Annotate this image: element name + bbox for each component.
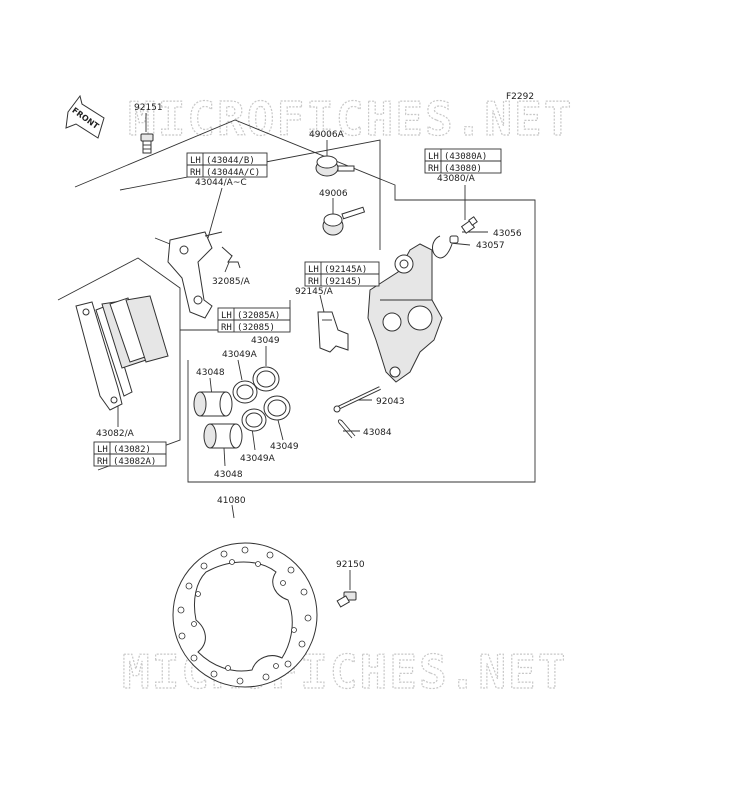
box-43044-lh-side: LH bbox=[190, 156, 201, 166]
pin-49006 bbox=[322, 206, 366, 236]
figure-code: F2292 bbox=[506, 92, 534, 102]
pad-spring-92145 bbox=[317, 311, 349, 353]
cap-43057 bbox=[432, 235, 459, 259]
label-43082-a: 43082/A bbox=[96, 429, 135, 439]
box-32085-rh-side: RH bbox=[221, 323, 232, 333]
watermark-top: MICROFICHES.NET bbox=[128, 92, 573, 146]
label-43084: 43084 bbox=[363, 428, 392, 438]
label-43049-upper: 43049 bbox=[251, 336, 280, 346]
box-43080-rh-code: (43080) bbox=[444, 164, 482, 174]
box-43080-lh-side: LH bbox=[428, 152, 439, 162]
label-43048-upper: 43048 bbox=[196, 368, 225, 378]
caliper-body-43080 bbox=[367, 243, 443, 383]
box-92145-rh-code: (92145) bbox=[324, 277, 362, 287]
label-32085-a: 32085/A bbox=[212, 277, 251, 287]
seals-upper bbox=[232, 366, 280, 404]
label-43056: 43056 bbox=[493, 229, 522, 239]
label-43080-a: 43080/A bbox=[437, 174, 476, 184]
bolt-92150 bbox=[336, 591, 357, 608]
piston-upper-43048 bbox=[193, 391, 233, 417]
label-92150: 92150 bbox=[336, 560, 365, 570]
box-43082-lh-side: LH bbox=[97, 445, 108, 455]
disc-holes bbox=[177, 546, 312, 685]
label-43057: 43057 bbox=[476, 241, 505, 251]
brake-pads-43082 bbox=[75, 295, 169, 411]
box-92145-lh-side: LH bbox=[308, 265, 319, 275]
variant-box-43080: LH (43080A) RH (43080) bbox=[424, 148, 502, 174]
box-43082-rh-code: (43082A) bbox=[113, 457, 156, 467]
seals-lower bbox=[241, 395, 291, 432]
spring-32085 bbox=[221, 246, 241, 269]
bleed-valve-43056 bbox=[460, 216, 478, 234]
variant-box-43082: LH (43082) RH (43082A) bbox=[93, 441, 167, 467]
box-32085-rh-code: (32085) bbox=[237, 323, 275, 333]
label-92151: 92151 bbox=[134, 103, 163, 113]
pin-92043 bbox=[333, 386, 381, 413]
front-arrow-icon: FRONT bbox=[65, 94, 105, 139]
label-92043: 92043 bbox=[376, 397, 405, 407]
variant-box-43044: LH (43044/B) RH (43044A/C) bbox=[186, 152, 268, 178]
bracket-43044 bbox=[167, 231, 223, 319]
box-32085-lh-side: LH bbox=[221, 311, 232, 321]
leader-lines bbox=[117, 113, 488, 590]
box-92145-rh-side: RH bbox=[308, 277, 319, 287]
box-43044-rh-code: (43044A/C) bbox=[206, 168, 260, 178]
label-49006a: 49006A bbox=[309, 130, 345, 140]
label-43049-lower: 43049 bbox=[270, 442, 299, 452]
label-43044-a-c: 43044/A~C bbox=[195, 178, 247, 188]
box-92145-lh-code: (92145A) bbox=[324, 265, 367, 275]
label-43049a-upper: 43049A bbox=[222, 350, 258, 360]
box-32085-lh-code: (32085A) bbox=[237, 311, 280, 321]
cotter-pin-43084 bbox=[337, 419, 356, 439]
variant-box-92145: LH (92145A) RH (92145) bbox=[304, 261, 380, 287]
box-43082-rh-side: RH bbox=[97, 457, 108, 467]
box-43044-lh-code: (43044/B) bbox=[206, 156, 255, 166]
label-41080: 41080 bbox=[217, 496, 246, 506]
box-43082-lh-code: (43082) bbox=[113, 445, 151, 455]
variant-box-32085: LH (32085A) RH (32085) bbox=[217, 307, 291, 333]
boot-49006a bbox=[315, 155, 355, 177]
label-43049a-lower: 43049A bbox=[240, 454, 276, 464]
part-labels: 92151 49006A 49006 43044/A~C 32085/A 921… bbox=[96, 103, 522, 570]
label-92145-a: 92145/A bbox=[295, 287, 334, 297]
piston-lower-43048 bbox=[203, 423, 243, 449]
bolt-92151 bbox=[140, 133, 154, 154]
box-43044-rh-side: RH bbox=[190, 168, 201, 178]
label-49006: 49006 bbox=[319, 189, 348, 199]
label-43048-lower: 43048 bbox=[214, 470, 243, 480]
box-43080-rh-side: RH bbox=[428, 164, 439, 174]
brake-disc-41080 bbox=[172, 542, 318, 688]
box-43080-lh-code: (43080A) bbox=[444, 152, 487, 162]
